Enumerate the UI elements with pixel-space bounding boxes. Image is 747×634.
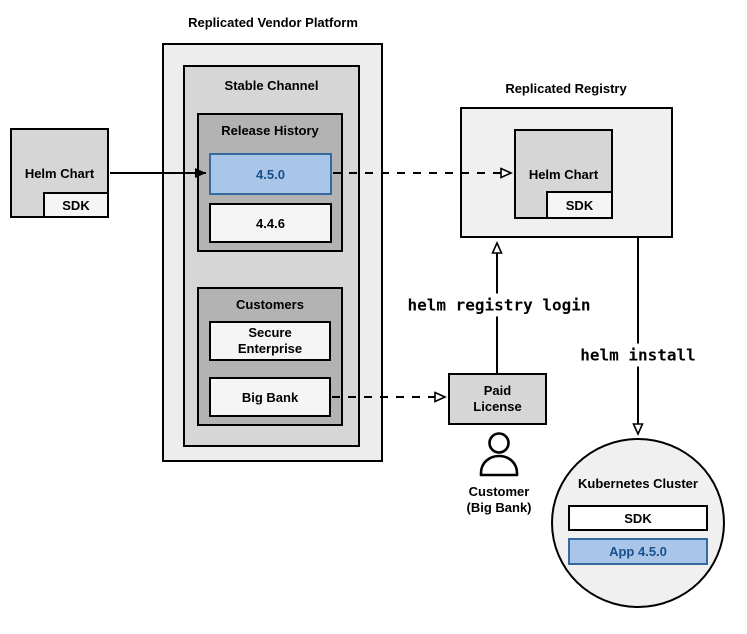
customer-item-secure-enterprise: Secure Enterprise bbox=[209, 321, 331, 361]
sdk-label: SDK bbox=[624, 510, 652, 526]
kubernetes-cluster-title: Kubernetes Cluster bbox=[578, 476, 698, 491]
paid-license-box: Paid License bbox=[448, 373, 547, 425]
kubernetes-sdk-box: SDK bbox=[568, 505, 708, 531]
customer-item-label: Big Bank bbox=[241, 389, 299, 405]
sdk-label: SDK bbox=[565, 197, 594, 213]
release-item-450: 4.5.0 bbox=[209, 153, 332, 195]
customer-caption-line2: (Big Bank) bbox=[466, 500, 532, 515]
cmd-helm-registry-login: helm registry login bbox=[402, 293, 596, 317]
cmd-helm-install: helm install bbox=[575, 343, 701, 367]
release-history-title: Release History bbox=[221, 123, 319, 138]
source-sdk-badge: SDK bbox=[43, 192, 109, 218]
customer-caption-line1: Customer bbox=[468, 484, 530, 499]
customers-title: Customers bbox=[236, 297, 304, 312]
paid-license-label: Paid License bbox=[473, 383, 521, 415]
paid-license-line2: License bbox=[473, 399, 522, 414]
source-helm-chart-label: Helm Chart bbox=[24, 165, 95, 181]
registry-sdk-badge: SDK bbox=[546, 191, 613, 219]
paid-license-line1: Paid bbox=[483, 383, 512, 398]
registry-title: Replicated Registry bbox=[505, 81, 627, 96]
stable-channel-title: Stable Channel bbox=[224, 78, 319, 93]
customer-item-big-bank: Big Bank bbox=[209, 377, 331, 417]
kubernetes-app-label: App 4.5.0 bbox=[609, 544, 667, 559]
sdk-label: SDK bbox=[62, 197, 90, 213]
platform-title: Replicated Vendor Platform bbox=[188, 15, 358, 30]
release-item-446: 4.4.6 bbox=[209, 203, 332, 243]
customer-item-label: Secure Enterprise bbox=[237, 325, 303, 356]
release-version-label: 4.5.0 bbox=[256, 166, 285, 182]
customer-caption: Customer (Big Bank) bbox=[467, 484, 532, 516]
registry-helm-chart-label: Helm Chart bbox=[528, 166, 599, 182]
release-version-label: 4.4.6 bbox=[256, 215, 285, 231]
kubernetes-app-box: App 4.5.0 bbox=[568, 538, 708, 565]
